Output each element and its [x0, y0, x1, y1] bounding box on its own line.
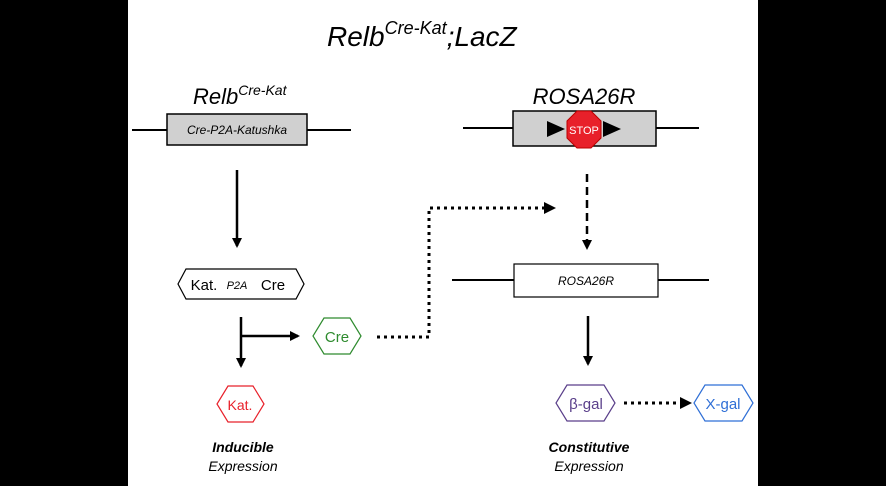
katushka-protein-shape [216, 385, 265, 423]
xgal-label: X-gal [705, 396, 740, 413]
loxp-right-triangle [603, 121, 621, 137]
relb-construct-label: Cre-P2A-Katushka [187, 123, 287, 137]
relb-gene-label: RelbCre-Kat [193, 82, 288, 109]
cre-protein-label: Cre [325, 329, 349, 346]
katushka-protein-label: Kat. [228, 397, 253, 413]
loxp-left-triangle [547, 121, 565, 137]
bgal-protein-shape [555, 384, 616, 422]
fusion-cre-label: Cre [261, 277, 285, 294]
constitutive-caption: Constitutive [549, 439, 630, 455]
cre-protein-shape [312, 317, 362, 355]
bgal-to-xgal-arrowhead [680, 397, 692, 409]
inducible-caption: Inducible [212, 439, 274, 455]
xgal-shape [693, 384, 754, 422]
cre-to-rosa-dotted-path [377, 206, 548, 339]
inducible-expression-caption: Expression [208, 458, 277, 474]
recombined-construct-box [513, 263, 659, 298]
stop-sign-icon [566, 110, 602, 149]
rosa-gene-label: ROSA26R [533, 84, 636, 109]
recombined-construct-label: ROSA26R [558, 274, 614, 288]
constitutive-expression-caption: Expression [554, 458, 623, 474]
fusion-protein-shape [177, 268, 305, 300]
main-title: RelbCre-Kat;LacZ [327, 18, 518, 52]
bgal-protein-label: β-gal [569, 396, 603, 413]
cre-to-rosa-arrowhead [544, 202, 556, 214]
fusion-p2a-label: P2A [227, 280, 248, 292]
stop-sign-label: STOP [569, 125, 599, 137]
fusion-kat-label: Kat. [191, 277, 218, 294]
relb-construct-box [166, 113, 308, 146]
